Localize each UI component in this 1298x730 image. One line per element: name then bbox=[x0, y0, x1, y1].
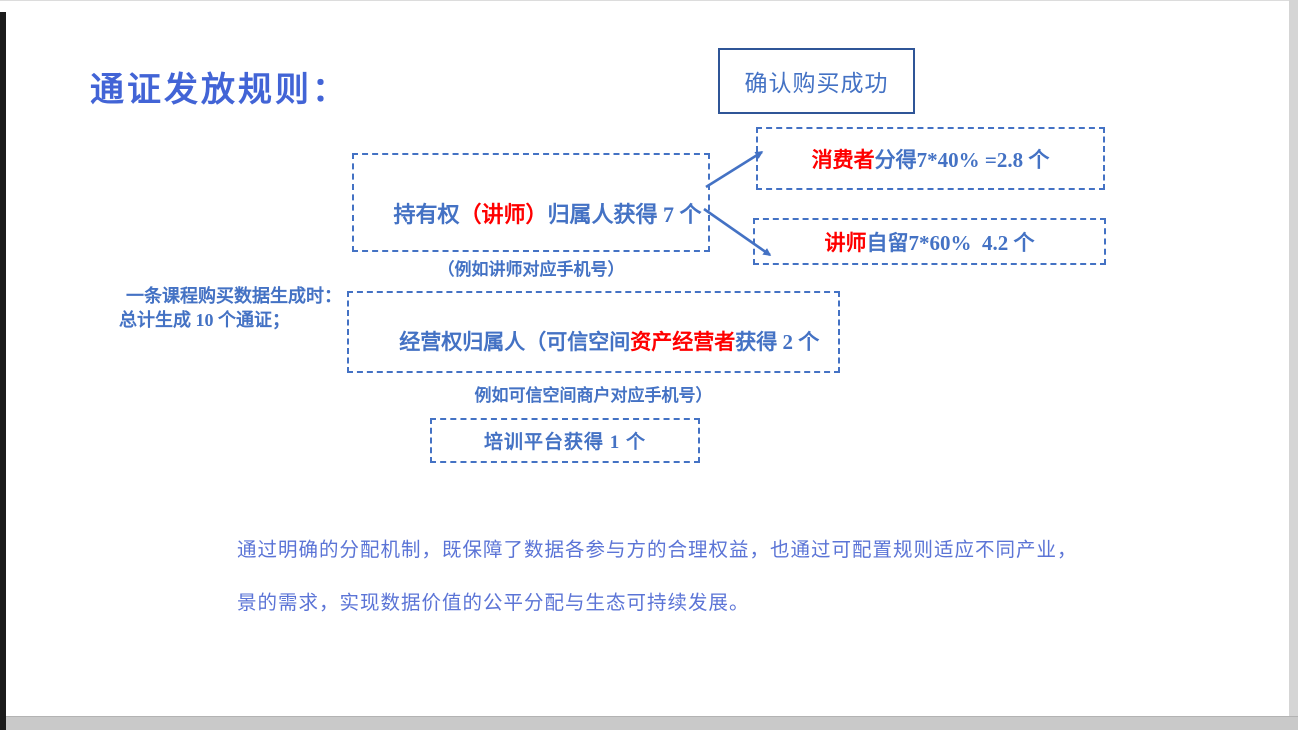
holder-highlight-text: （讲师） bbox=[459, 202, 548, 227]
consumer-highlight-text: 消费者 bbox=[811, 147, 875, 172]
operator-rights-note: 例如可信空间商户对应手机号） bbox=[474, 386, 713, 405]
generation-note-line1: 一条课程购买数据生成时： bbox=[126, 286, 342, 306]
holder-rights-note: （例如讲师对应手机号） bbox=[437, 260, 625, 279]
lecturer-rest-text: 自留7*60% 4.2 个 bbox=[866, 230, 1035, 255]
operator-post-text: 获得 2 个 bbox=[735, 330, 820, 354]
platform-share-label: 培训平台获得 1 个 bbox=[483, 432, 646, 453]
generation-note: 一条课程购买数据生成时： 总计生成 10 个通证； bbox=[85, 284, 342, 332]
confirm-purchase-label: 确认购买成功 bbox=[744, 71, 889, 96]
lecturer-share-box: 讲师自留7*60% 4.2 个 bbox=[753, 218, 1106, 265]
holder-pre-text: 持有权 bbox=[393, 202, 460, 227]
page-title: 通证发放规则： bbox=[90, 72, 349, 109]
consumer-share-box: 消费者分得7*40% =2.8 个 bbox=[756, 127, 1105, 190]
operator-rights-line: 经营权归属人（可信空间资产经营者获得 2 个 bbox=[368, 301, 820, 381]
arrow-to-consumer bbox=[705, 150, 764, 189]
window-bottom-bar bbox=[0, 716, 1298, 730]
window-left-edge bbox=[0, 12, 6, 730]
holder-rights-line: 持有权（讲师）归属人获得 7 个 bbox=[360, 171, 701, 255]
confirm-purchase-box: 确认购买成功 bbox=[718, 48, 915, 114]
generation-note-line2: 总计生成 10 个通证； bbox=[119, 310, 290, 330]
operator-rights-box: 经营权归属人（可信空间资产经营者获得 2 个 例如可信空间商户对应手机号） bbox=[347, 291, 840, 405]
operator-pre-text: 经营权归属人（可信空间 bbox=[399, 330, 631, 354]
platform-share-box: 培训平台获得 1 个 bbox=[430, 418, 700, 463]
summary-line2: 景的需求，实现数据价值的公平分配与生态可持续发展。 bbox=[237, 593, 750, 614]
summary-paragraph: 通过明确的分配机制，既保障了数据各参与方的合理权益，也通过可配置规则适应不同产业… bbox=[237, 524, 1187, 630]
operator-highlight-text: 资产经营者 bbox=[630, 330, 736, 354]
consumer-rest-text: 分得7*40% =2.8 个 bbox=[874, 147, 1050, 172]
window-top-edge bbox=[0, 0, 1298, 1]
summary-line1: 通过明确的分配机制，既保障了数据各参与方的合理权益，也通过可配置规则适应不同产业… bbox=[237, 540, 1078, 561]
lecturer-highlight-text: 讲师 bbox=[824, 230, 867, 255]
holder-post-text: 归属人获得 7 个 bbox=[547, 202, 702, 227]
window-right-strip bbox=[1289, 0, 1298, 730]
holder-rights-box: 持有权（讲师）归属人获得 7 个 （例如讲师对应手机号） bbox=[352, 153, 710, 279]
